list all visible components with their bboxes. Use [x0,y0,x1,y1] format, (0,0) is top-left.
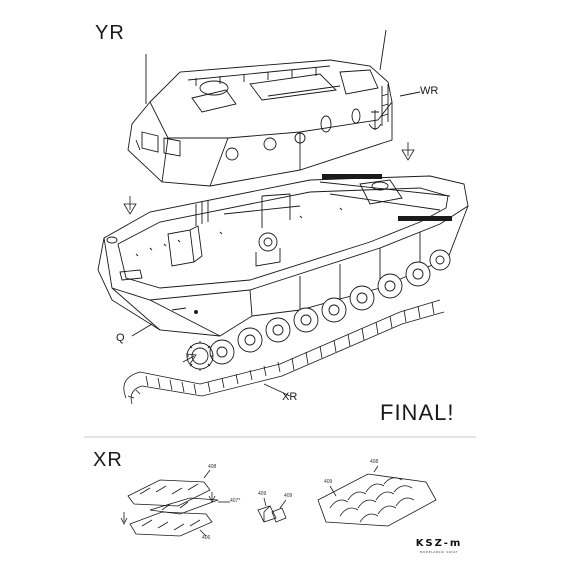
part-409-b: 409 [284,493,293,499]
part-407: 407* [230,498,241,504]
logo-text: KSZ-m [415,538,463,549]
part-408-left: 408 [208,464,217,470]
label-wr: WR [420,85,439,97]
logo-subtitle: MODELARSKI ŚWIAT [419,550,459,554]
part-408-right: 408 [370,459,379,465]
track-link-chain [123,299,445,405]
lower-hull-q [97,174,469,337]
label-xr-section: XR [93,449,123,471]
part-406: 406 [202,535,211,541]
label-xr-track: XR [282,391,298,403]
label-final: FINAL! [380,400,455,425]
label-q: Q [116,332,125,344]
upper-hull-yr [127,29,421,187]
publisher-logo: KSZ-m MODELARSKI ŚWIAT [408,538,470,558]
part-409-right: 409 [324,479,333,485]
track-assembly-detail [120,465,437,537]
label-yr: YR [95,22,125,44]
sprocket-wheel [186,341,214,371]
road-wheels [209,249,451,365]
part-409-a: 409 [258,491,267,497]
